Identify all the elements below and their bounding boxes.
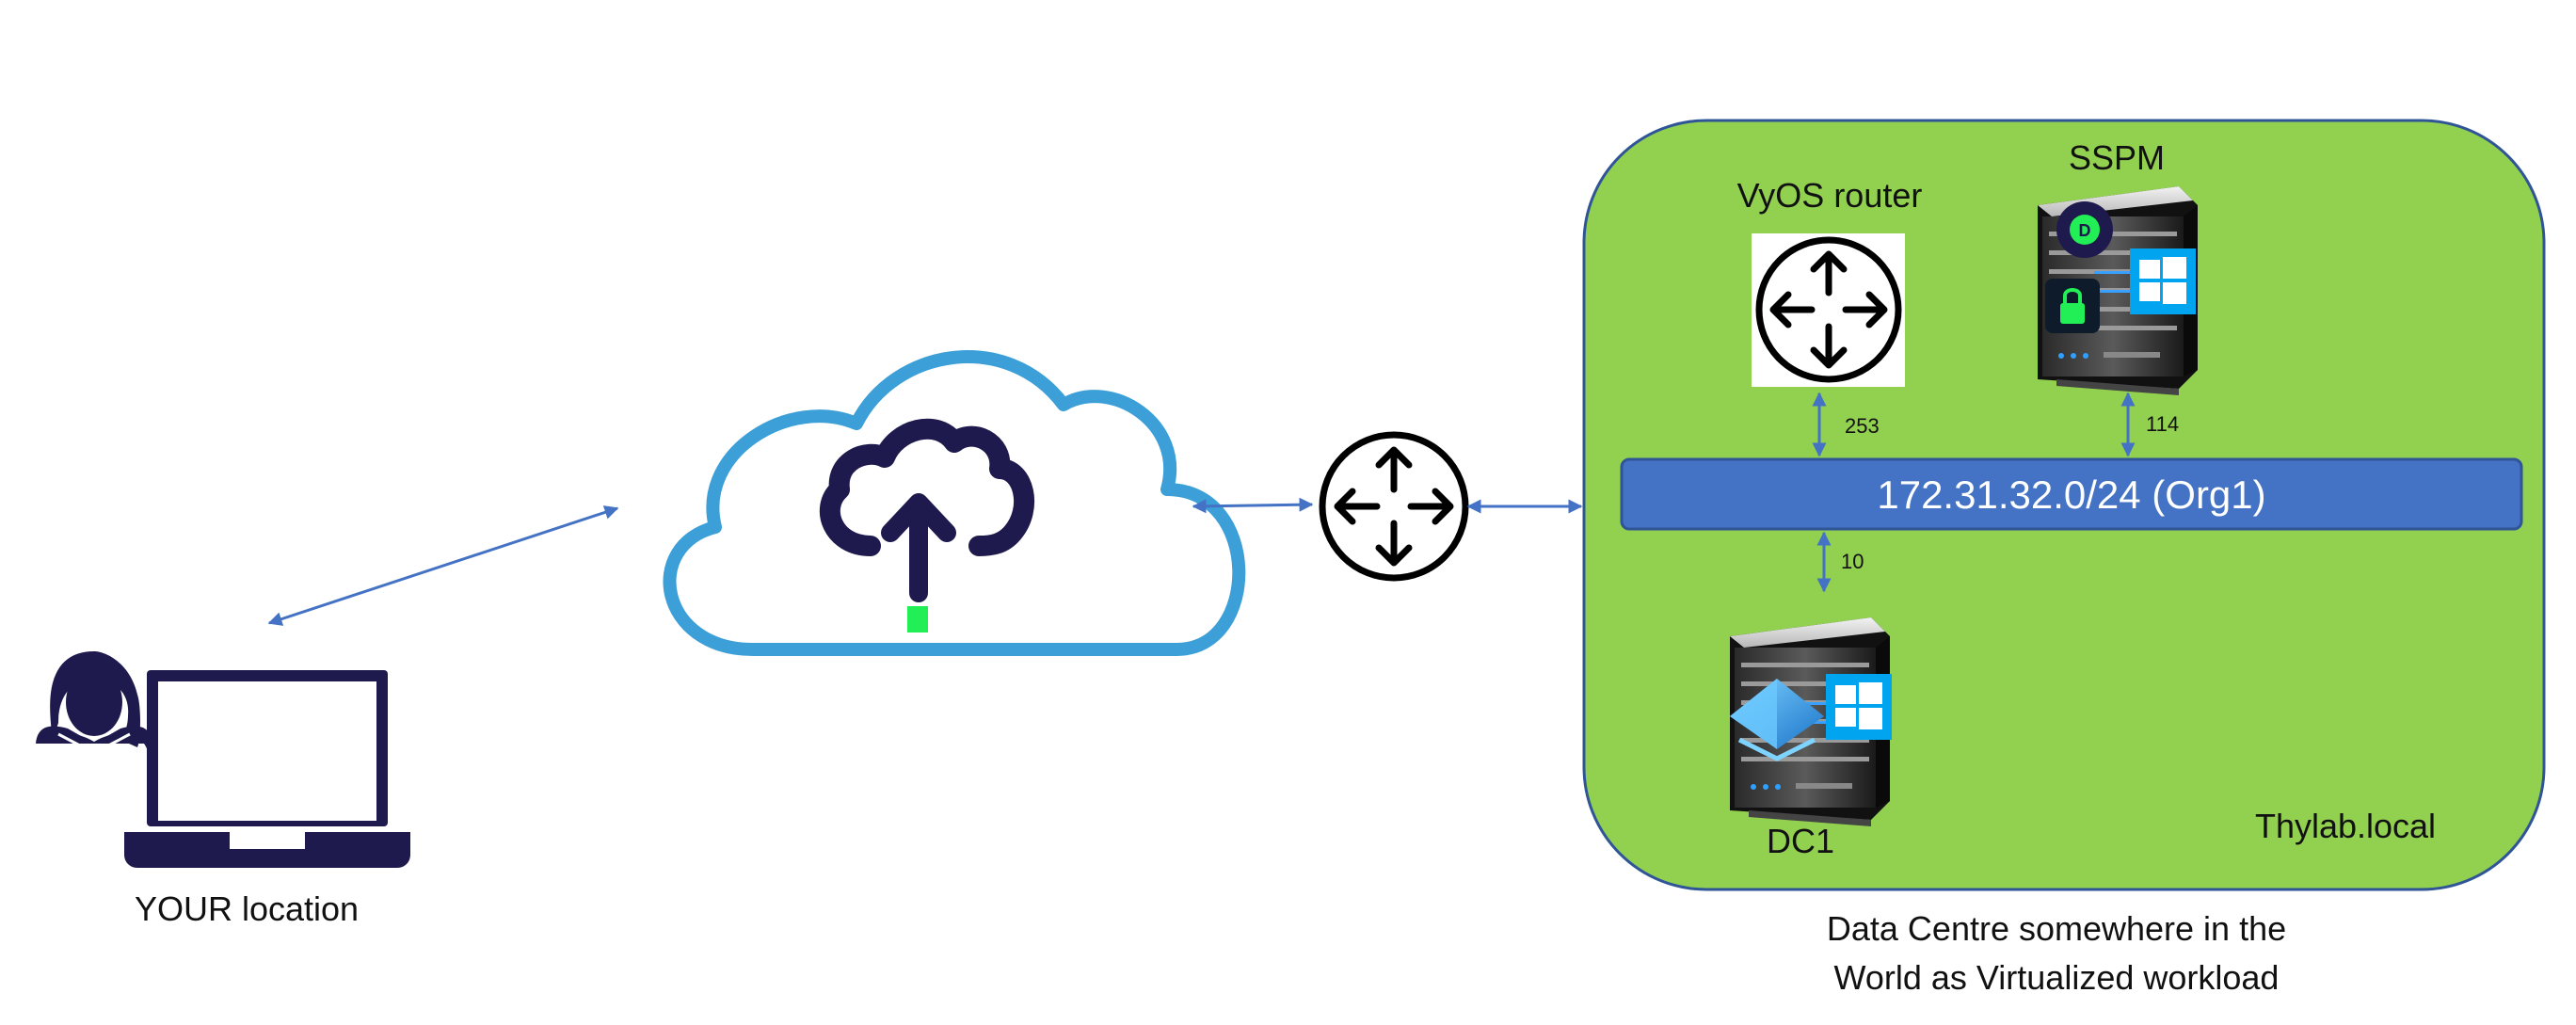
server-icon: D bbox=[2038, 186, 2198, 395]
sspm-label: SSPM bbox=[2069, 138, 2165, 177]
domain-label: Thylab.local bbox=[2255, 807, 2436, 845]
dc1-label: DC1 bbox=[1767, 822, 1834, 860]
svg-text:D: D bbox=[2079, 221, 2091, 240]
arrow-user-cloud bbox=[267, 505, 619, 626]
cloud-upload-icon bbox=[663, 350, 1246, 656]
vyos-router: VyOS router bbox=[1737, 176, 1923, 387]
connections bbox=[267, 392, 2136, 626]
network-segment: 172.31.32.0/24 (Org1) bbox=[1620, 457, 2523, 531]
datacentre-caption-line1: Data Centre somewhere in the bbox=[1827, 909, 2286, 948]
server-icon bbox=[1730, 617, 1892, 826]
azure-ad-icon bbox=[1730, 679, 1824, 761]
defender-badge-icon: D bbox=[2056, 201, 2113, 258]
sspm-server: SSPM D bbox=[2038, 138, 2198, 395]
lock-icon bbox=[2045, 279, 2100, 333]
vyos-router-label: VyOS router bbox=[1737, 176, 1923, 215]
arrow-cloud-router bbox=[1192, 497, 1314, 514]
person-icon bbox=[36, 651, 152, 762]
user-location: YOUR location bbox=[36, 651, 410, 928]
vyos-host-octet: 253 bbox=[1845, 414, 1880, 438]
user-location-label: YOUR location bbox=[135, 889, 359, 928]
windows-icon bbox=[2130, 248, 2196, 314]
windows-icon bbox=[1826, 674, 1892, 740]
dc1-host-octet: 10 bbox=[1841, 550, 1864, 573]
dc1-server: DC1 bbox=[1730, 617, 1892, 860]
router-icon bbox=[1755, 236, 1902, 383]
sspm-host-octet: 114 bbox=[2146, 412, 2179, 436]
datacentre-caption-line2: World as Virtualized workload bbox=[1834, 958, 2280, 997]
router-icon bbox=[1319, 431, 1469, 582]
laptop-icon bbox=[124, 670, 410, 868]
subnet-label: 172.31.32.0/24 (Org1) bbox=[1877, 472, 2265, 517]
